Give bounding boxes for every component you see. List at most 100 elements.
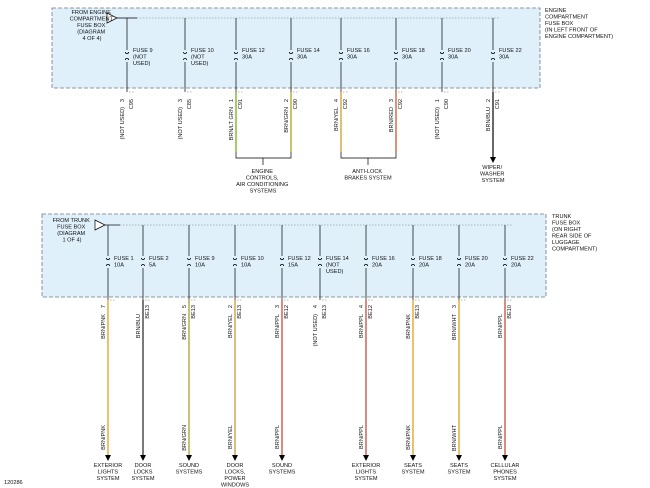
fuse-terminal	[491, 51, 495, 54]
connector-id: BE13	[322, 305, 328, 319]
wire-label: BRN/LT GRN	[229, 107, 235, 140]
connector-pin: 2	[228, 305, 234, 308]
wire-label: BRN/PPL	[498, 314, 504, 338]
connector-id: C95	[129, 99, 135, 109]
fuse-terminal	[234, 58, 238, 61]
trunk-fuse-box-outline	[41, 213, 547, 298]
connector-pin: 5	[182, 305, 188, 308]
trunk-source-label: FROM TRUNK FUSE BOX (DIAGRAM 1 OF 4)	[53, 218, 92, 244]
trunk-fuse-box-label: TRUNK FUSE BOX (ON RIGHT REAR SIDE OF LU…	[552, 214, 597, 253]
arrow-down-icon	[502, 455, 508, 461]
fuse-terminal	[318, 257, 322, 260]
engine-fuse-box-outline	[51, 7, 541, 89]
wire-label: BRN/GRN	[182, 314, 188, 340]
wire-label-lower: BRN/PPL	[359, 425, 365, 449]
connector-id: BE12	[368, 305, 374, 319]
wire-label: BRN/GRN	[284, 107, 290, 133]
fuse-terminal	[280, 257, 284, 260]
fuse-terminal	[394, 51, 398, 54]
fuse-terminal	[457, 257, 461, 260]
fuse-terminal	[106, 257, 110, 260]
fuse-terminal	[183, 51, 187, 54]
source-connector-icon	[106, 12, 118, 24]
engine-fuse-box-label: ENGINE COMPARTMENT FUSE BOX (IN LEFT FRO…	[545, 8, 613, 40]
wire-label: BRN/PPL	[359, 314, 365, 338]
dest-wiper-washer: WIPER/ WASHER SYSTEM	[480, 165, 506, 184]
wire-label: BRN/WHT	[452, 313, 458, 340]
arrow-down-icon	[232, 455, 238, 461]
wire-label: BRN/RED	[389, 107, 395, 132]
fuse-terminal	[280, 264, 284, 267]
connector-id: BE13	[415, 305, 421, 319]
wire-label-lower: BRN/PPL	[275, 425, 281, 449]
fuse-terminal	[141, 257, 145, 260]
arrow-down-icon	[410, 455, 416, 461]
connector-id: BE13	[145, 305, 151, 319]
wire-label: BRN/BLU	[136, 314, 142, 338]
wire-label-lower: BRN/YEL	[228, 425, 234, 449]
connector-pin: 1	[229, 99, 235, 102]
arrow-down-icon	[490, 157, 496, 163]
connector-pin: 2	[284, 99, 290, 102]
engine-destinations: ENGINE CONTROLS, AIR CONDITIONING SYSTEM…	[235, 152, 506, 195]
fuse-terminal	[233, 264, 237, 267]
connector-id: BE13	[191, 305, 197, 319]
fuse-terminal	[125, 51, 129, 54]
wire-label: BRN/YEL	[334, 107, 340, 131]
arrow-down-icon	[456, 455, 462, 461]
connector-id: C85	[187, 99, 193, 109]
wire-label-lower: BRN/PNK	[406, 425, 412, 450]
connector-pin: 3	[178, 99, 184, 102]
wire-label-lower: BRN/WHT	[452, 424, 458, 451]
fuse-terminal	[183, 58, 187, 61]
source-connector-icon	[94, 219, 106, 231]
connector-id: C90	[293, 99, 299, 109]
wire-label-lower: BRN/PNK	[101, 425, 107, 450]
wire-label: (NOT USED)	[313, 314, 319, 347]
fuse-terminal	[106, 264, 110, 267]
arrow-down-icon	[140, 455, 146, 461]
fuse-terminal	[364, 264, 368, 267]
fuse-terminal	[234, 51, 238, 54]
fuse-terminal	[141, 264, 145, 267]
connector-pin: 1	[435, 99, 441, 102]
wire-label: BRN/PNK	[406, 314, 412, 339]
connector-id: C90	[444, 99, 450, 109]
fuse-terminal	[503, 257, 507, 260]
fuse-terminal	[364, 257, 368, 260]
dest-anti-lock-brakes: ANTI-LOCK BRAKES SYSTEM	[344, 169, 392, 182]
fuse-terminal	[318, 264, 322, 267]
wire-label-lower: BRN/PPL	[498, 425, 504, 449]
wire-label: BRN/PPL	[275, 314, 281, 338]
connector-id: C91	[495, 99, 501, 109]
connector-pin: 7	[101, 305, 107, 308]
